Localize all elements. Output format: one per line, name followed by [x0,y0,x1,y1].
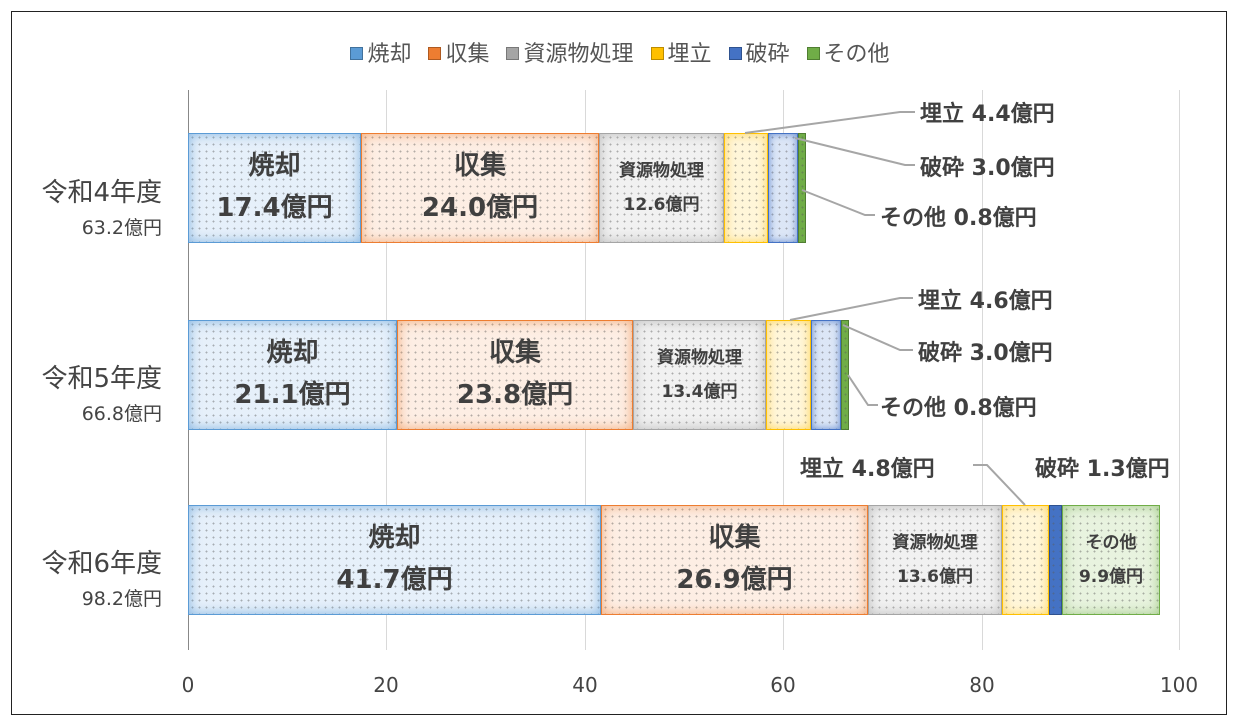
callout-crushing-r4: 破砕 3.0億円 [920,156,1055,181]
callout-landfill-r5: 埋立 4.6億円 [918,289,1053,314]
bar-segment-incineration: 焼却 21.1億円 [188,320,397,430]
gridline [982,90,983,650]
callout-landfill-r4: 埋立 4.4億円 [920,102,1055,127]
legend-label: その他 [823,42,890,67]
category-total: 98.2億円 [81,588,162,610]
legend-swatch-icon [506,47,520,60]
legend-swatch-icon [428,47,442,60]
segment-name: 資源物処理 [619,161,704,181]
segment-name: 資源物処理 [657,348,742,368]
segment-value: 23.8億円 [456,380,574,410]
bar-segment-landfill [766,320,811,430]
legend-item-resource: 資源物処理 [506,36,634,68]
category-label-r5: 令和5年度 66.8億円 [22,358,162,426]
legend-item-incineration: 焼却 [350,36,411,68]
category-total: 63.2億円 [81,217,162,239]
plot-area: 0 20 40 60 80 100 焼却 17.4億円 収集 24.0億円 資源… [182,90,1198,697]
legend-item-landfill: 埋立 [650,36,712,68]
segment-value: 21.1億円 [234,380,351,410]
category-total: 66.8億円 [81,403,162,425]
legend: 焼却 収集 資源物処理 埋立 破砕 その他 [0,36,1240,68]
callout-crushing-r5: 破砕 3.0億円 [918,341,1053,366]
callout-crushing-r6: 破砕 1.3億円 [1035,457,1170,482]
segment-value: 26.9億円 [676,565,793,595]
segment-value: 17.4億円 [216,193,333,223]
bar-segment-landfill [1002,505,1049,615]
legend-item-other: その他 [806,36,890,68]
bar-segment-landfill [724,133,768,243]
category-year: 令和4年度 [41,178,162,208]
bar-segment-crushing [811,320,841,430]
category-label-r4: 令和4年度 63.2億円 [22,172,162,240]
callout-other-r4: その他 0.8億円 [880,206,1037,231]
legend-label: 破砕 [745,42,790,67]
x-tick-label: 100 [1159,673,1199,697]
segment-name: その他 [1085,533,1137,553]
segment-name: 焼却 [368,523,421,553]
bar-segment-incineration: 焼却 41.7億円 [188,505,601,615]
x-tick-label: 0 [181,673,195,697]
bar-segment-crushing [1049,505,1062,615]
segment-name: 資源物処理 [892,533,978,553]
segment-value: 13.6億円 [897,567,973,587]
segment-name: 収集 [488,338,541,368]
legend-swatch-icon [728,47,742,60]
segment-value: 12.6億円 [623,195,700,215]
callout-other-r5: その他 0.8億円 [880,396,1037,421]
callout-landfill-r6: 埋立 4.8億円 [800,457,935,482]
bar-segment-resource: 資源物処理 13.6億円 [868,505,1002,615]
bar-segment-collection: 収集 23.8億円 [397,320,633,430]
legend-swatch-icon [806,47,820,60]
legend-label: 埋立 [667,42,712,67]
x-tick-label: 80 [969,673,995,697]
legend-item-collection: 収集 [428,36,489,68]
legend-swatch-icon [650,47,664,60]
bar-segment-resource: 資源物処理 12.6億円 [599,133,724,243]
gridline [1179,90,1180,650]
segment-value: 24.0億円 [421,193,539,223]
legend-item-crushing: 破砕 [728,36,790,68]
segment-name: 収集 [453,151,506,181]
category-label-r6: 令和6年度 98.2億円 [22,543,162,611]
x-tick-label: 40 [572,673,598,697]
legend-label: 収集 [445,42,490,67]
x-tick-label: 20 [373,673,399,697]
bar-segment-incineration: 焼却 17.4億円 [188,133,361,243]
bar-segment-other: その他 9.9億円 [1062,505,1160,615]
bar-segment-other [798,133,806,243]
bar-segment-resource: 資源物処理 13.4億円 [633,320,766,430]
segment-value: 41.7億円 [336,565,453,595]
segment-value: 13.4億円 [661,382,738,402]
legend-label: 資源物処理 [523,42,634,67]
category-year: 令和6年度 [41,549,162,579]
x-tick-label: 60 [770,673,796,697]
segment-value: 9.9億円 [1078,567,1144,587]
segment-name: 焼却 [266,338,319,368]
legend-swatch-icon [350,47,364,60]
bar-segment-collection: 収集 26.9億円 [601,505,868,615]
segment-name: 焼却 [248,151,301,181]
legend-label: 焼却 [367,42,412,67]
bar-segment-crushing [768,133,798,243]
segment-name: 収集 [708,523,761,553]
category-year: 令和5年度 [41,364,162,394]
bar-segment-collection: 収集 24.0億円 [361,133,599,243]
